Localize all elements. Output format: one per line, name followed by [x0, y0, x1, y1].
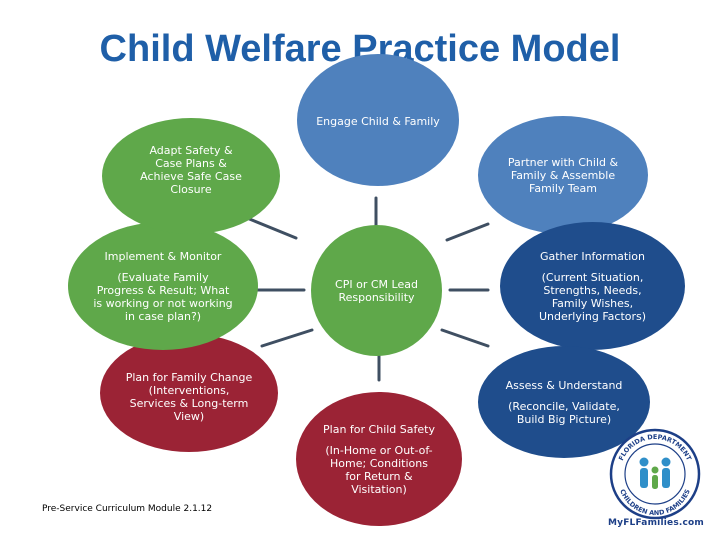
- node-implement: Implement & Monitor (Evaluate Family Pro…: [68, 222, 258, 350]
- florida-dcf-seal-icon: FLORIDA DEPARTMENT CHILDREN AND FAMILIES: [609, 428, 701, 520]
- node-gather: Gather Information (Current Situation, S…: [500, 222, 685, 350]
- node-change-title: Plan for Family Change: [125, 371, 253, 384]
- center-label: CPI or CM Lead Responsibility: [335, 277, 418, 304]
- node-adapt-title: Adapt Safety & Case Plans & Achieve Safe…: [140, 144, 242, 196]
- node-assess-detail: (Reconcile, Validate, Build Big Picture): [508, 399, 620, 426]
- node-implement-detail: (Evaluate Family Progress & Result; What…: [93, 270, 233, 323]
- node-engage: Engage Child & Family: [297, 54, 459, 186]
- node-gather-title: Gather Information: [539, 249, 645, 263]
- node-change-detail: (Interventions, Services & Long-term Vie…: [129, 384, 249, 423]
- node-change: Plan for Family Change (Interventions, S…: [100, 334, 278, 452]
- node-assess: Assess & Understand (Reconcile, Validate…: [478, 346, 650, 458]
- node-adapt: Adapt Safety & Case Plans & Achieve Safe…: [102, 118, 280, 234]
- node-implement-title: Implement & Monitor: [104, 249, 222, 263]
- logo-website-text: MyFLFamilies.com: [607, 518, 704, 528]
- footer-note: Pre-Service Curriculum Module 2.1.12: [42, 504, 213, 514]
- connector-lower-left: [260, 328, 314, 348]
- node-assess-title: Assess & Understand: [505, 378, 623, 392]
- node-partner-title: Partner with Child & Family & Assemble F…: [507, 155, 619, 195]
- connector-upper-right: [445, 222, 490, 242]
- node-engage-title: Engage Child & Family: [316, 114, 440, 128]
- node-gather-detail: (Current Situation, Strengths, Needs, Fa…: [538, 270, 647, 323]
- node-safety-detail: (In-Home or Out-of-Home; Conditions for …: [325, 443, 433, 496]
- connector-upper-left: [245, 216, 298, 240]
- node-partner: Partner with Child & Family & Assemble F…: [478, 116, 648, 234]
- node-safety: Plan for Child Safety (In-Home or Out-of…: [296, 392, 462, 526]
- node-safety-title: Plan for Child Safety: [323, 422, 435, 436]
- center-circle: CPI or CM Lead Responsibility: [311, 225, 442, 356]
- connector-lower-right: [440, 328, 490, 348]
